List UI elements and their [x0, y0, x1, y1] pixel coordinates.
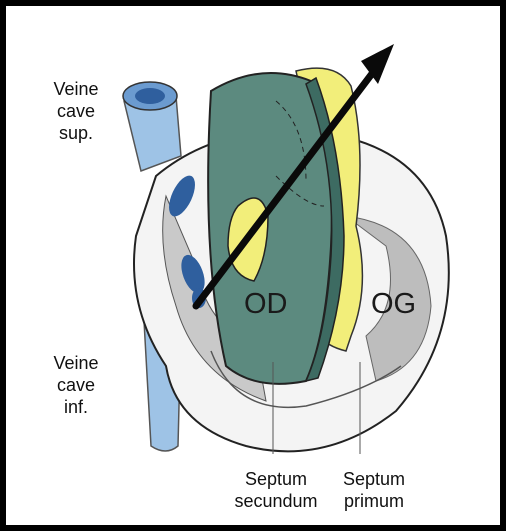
septum-primum-label-line-1: Septum: [334, 468, 414, 490]
right-atrium-label: OD: [244, 289, 288, 319]
svc-label-line-2: cave: [46, 100, 106, 122]
ivc-label-line-2: cave: [46, 374, 106, 396]
ivc-label-line-1: Veine: [46, 352, 106, 374]
inferior-vena-cava-label: Veine cave inf.: [46, 352, 106, 418]
superior-vena-cava: [123, 82, 181, 171]
septum-primum-label: Septum primum: [334, 468, 414, 512]
septum-secundum-shape: [208, 73, 344, 384]
septum-secundum-label-line-2: secundum: [226, 490, 326, 512]
superior-vena-cava-label: Veine cave sup.: [46, 78, 106, 144]
left-atrium-label: OG: [371, 289, 416, 319]
septum-primum-label-line-2: primum: [334, 490, 414, 512]
ivc-label-line-3: inf.: [46, 396, 106, 418]
septum-secundum-label-line-1: Septum: [226, 468, 326, 490]
svc-label-line-1: Veine: [46, 78, 106, 100]
septum-secundum-label: Septum secundum: [226, 468, 326, 512]
svc-label-line-3: sup.: [46, 122, 106, 144]
